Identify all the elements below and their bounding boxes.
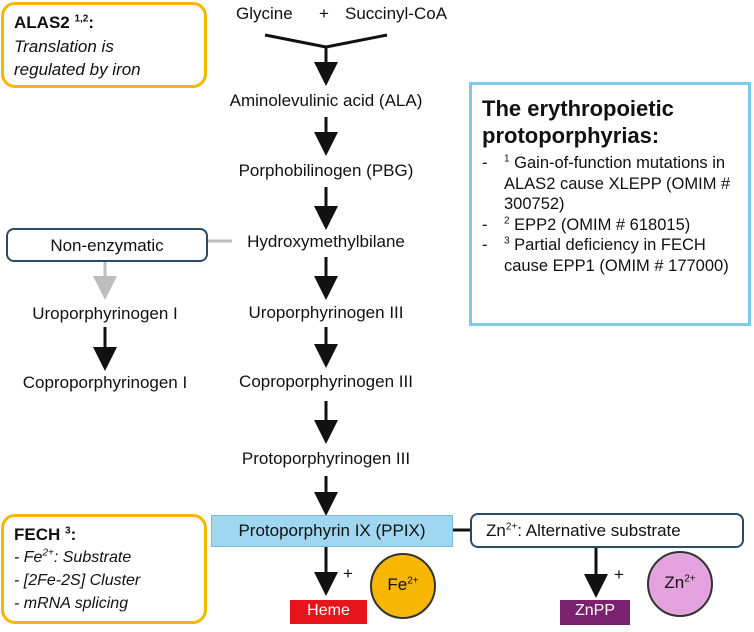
- alas2-title: ALAS2 1,2:: [14, 13, 94, 33]
- info-title: The erythropoietic protoporphyrias:: [482, 95, 674, 149]
- fe-ion-circle: Fe2+: [370, 553, 436, 619]
- fech-title: FECH 3:: [14, 525, 76, 545]
- info-box: The erythropoietic protoporphyrias: 1 Ga…: [469, 82, 751, 326]
- succinyl-coa-label: Succinyl-CoA: [345, 4, 448, 23]
- info-title-line1: The erythropoietic: [482, 96, 674, 121]
- zn-ion-base: Zn: [664, 573, 685, 592]
- fe-ion-base: Fe: [387, 575, 408, 594]
- fech-item-1-suffix: : Substrate: [53, 549, 132, 566]
- copro3-label: Coproporphyrinogen III: [239, 372, 413, 391]
- alas2-box: ALAS2 1,2: Translation is regulated by i…: [1, 2, 207, 88]
- pbg-label: Porphobilinogen (PBG): [238, 161, 414, 180]
- merge-connector: [264, 33, 388, 49]
- alas2-sup: 1,2: [74, 13, 89, 25]
- fe-ion-sup: 2+: [407, 575, 419, 587]
- zn-ion-circle: Zn2+: [647, 551, 713, 617]
- nonenzymatic-label: Non-enzymatic: [50, 236, 164, 255]
- alas2-colon: :: [88, 13, 95, 32]
- info-title-line2: protoporphyrias:: [482, 123, 660, 148]
- info-item-1-sup: 1: [504, 153, 510, 165]
- heme-product-label: Heme: [307, 602, 350, 619]
- uro1-label: Uroporphyrinogen I: [32, 304, 178, 323]
- info-item-1: 1 Gain-of-function mutations in ALAS2 ca…: [476, 153, 744, 215]
- iron-plus-sign: +: [343, 564, 353, 583]
- alas2-title-text: ALAS2: [14, 13, 70, 32]
- fech-item-1: - Fe2+: Substrate: [14, 547, 132, 567]
- fech-item-1-prefix: - Fe: [14, 549, 43, 566]
- zn-ion-label: Zn2+: [649, 573, 711, 593]
- fe-ion-label: Fe2+: [372, 575, 434, 595]
- info-list: 1 Gain-of-function mutations in ALAS2 ca…: [476, 153, 744, 276]
- zn-alternative-box: Zn2+: Alternative substrate: [470, 513, 744, 548]
- zn-alt-prefix: Zn: [486, 521, 506, 540]
- copro1-label: Coproporphyrinogen I: [22, 373, 188, 392]
- fech-title-text: FECH: [14, 525, 61, 544]
- info-item-2-sup: 2: [504, 215, 510, 226]
- alas2-line2: regulated by iron: [14, 60, 141, 79]
- zn-ion-sup: 2+: [684, 573, 696, 585]
- info-item-3: 3 Partial deficiency in FECH cause EPP1 …: [476, 235, 744, 276]
- ala-label: Aminolevulinic acid (ALA): [229, 91, 423, 110]
- zinc-plus-sign: +: [614, 565, 624, 584]
- zn-alt-sup: 2+: [505, 521, 518, 533]
- info-item-1-text: Gain-of-function mutations in ALAS2 caus…: [504, 154, 731, 213]
- info-item-3-sup: 3: [504, 235, 510, 247]
- ppix-box: Protoporphyrin IX (PPIX): [211, 515, 453, 547]
- zn-alt-suffix: : Alternative substrate: [517, 521, 681, 540]
- ppix-label: Protoporphyrin IX (PPIX): [238, 521, 426, 540]
- plus-sign: +: [319, 4, 329, 23]
- alas2-line1: Translation is: [14, 37, 114, 56]
- nonenzymatic-box: Non-enzymatic: [6, 228, 208, 262]
- fech-item-1-sup: 2+: [42, 547, 54, 559]
- fech-colon: :: [70, 525, 77, 544]
- fech-item-3: - mRNA splicing: [14, 595, 129, 612]
- fech-sup: 3: [65, 525, 71, 537]
- info-item-2-text: EPP2 (OMIM # 618015): [514, 215, 691, 234]
- heme-product-box: Heme: [290, 600, 367, 624]
- znpp-product-box: ZnPP: [560, 600, 630, 625]
- zn-alternative-label: Zn2+: Alternative substrate: [486, 521, 681, 541]
- fech-item-2: - [2Fe-2S] Cluster: [14, 572, 141, 589]
- proto3-label: Protoporphyrinogen III: [241, 449, 411, 468]
- znpp-product-label: ZnPP: [574, 602, 615, 619]
- info-item-2: 2 EPP2 (OMIM # 618015): [476, 215, 744, 236]
- info-item-3-text: Partial deficiency in FECH cause EPP1 (O…: [504, 236, 729, 275]
- fech-box: FECH 3: - Fe2+: Substrate - [2Fe-2S] Clu…: [1, 514, 207, 624]
- hmb-label: Hydroxymethylbilane: [247, 232, 405, 251]
- uro3-label: Uroporphyrinogen III: [248, 303, 404, 322]
- glycine-label: Glycine: [236, 4, 293, 23]
